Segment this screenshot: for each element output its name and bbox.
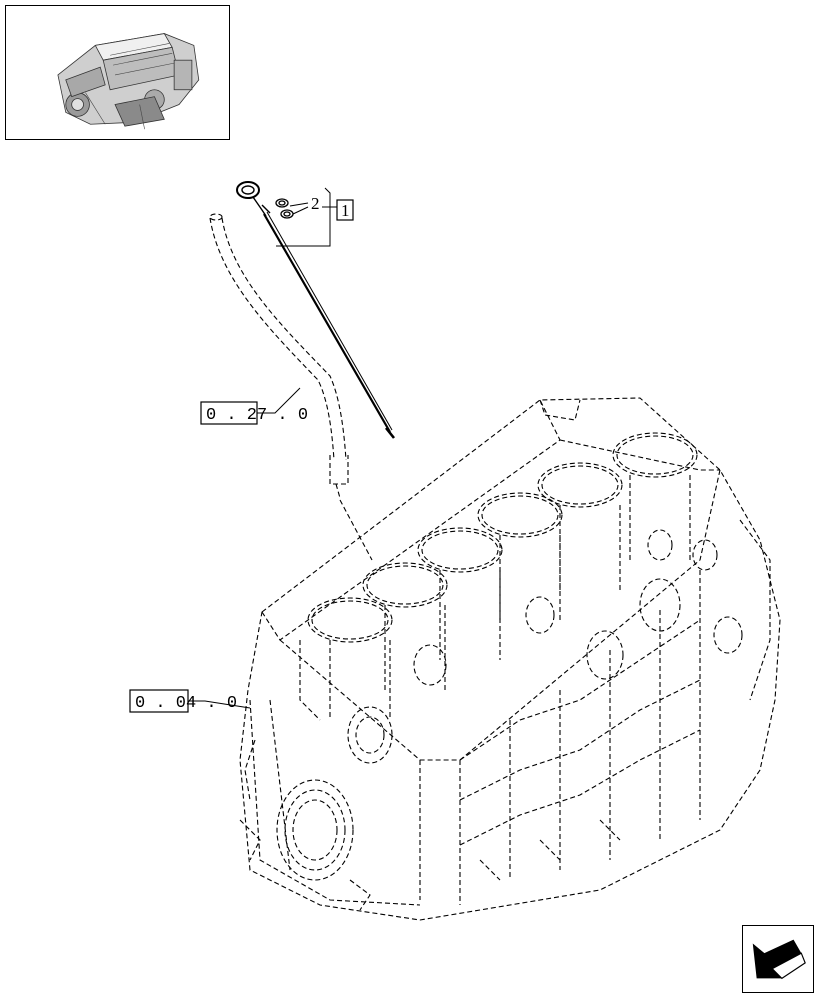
callout-dipstick [276, 187, 354, 247]
ref-box-1: 1 [341, 201, 350, 220]
engine-block[interactable] [239, 397, 781, 921]
next-page-arrow-icon [752, 939, 806, 980]
next-page-button[interactable] [742, 925, 814, 993]
dipstick-tube[interactable] [209, 213, 373, 561]
callout-tube [200, 387, 301, 425]
engine-thumbnail-icon [57, 33, 200, 130]
reference-block-label[interactable]: 0 . 04 . 0 [135, 694, 237, 713]
item-number-2: 2 [311, 194, 320, 213]
dipstick[interactable] [236, 181, 396, 439]
reference-tube-label[interactable]: 0 . 27 . 0 [206, 406, 308, 425]
engine-overview-thumbnail [5, 5, 230, 140]
callout-block [129, 689, 251, 713]
o-rings[interactable] [275, 198, 294, 219]
